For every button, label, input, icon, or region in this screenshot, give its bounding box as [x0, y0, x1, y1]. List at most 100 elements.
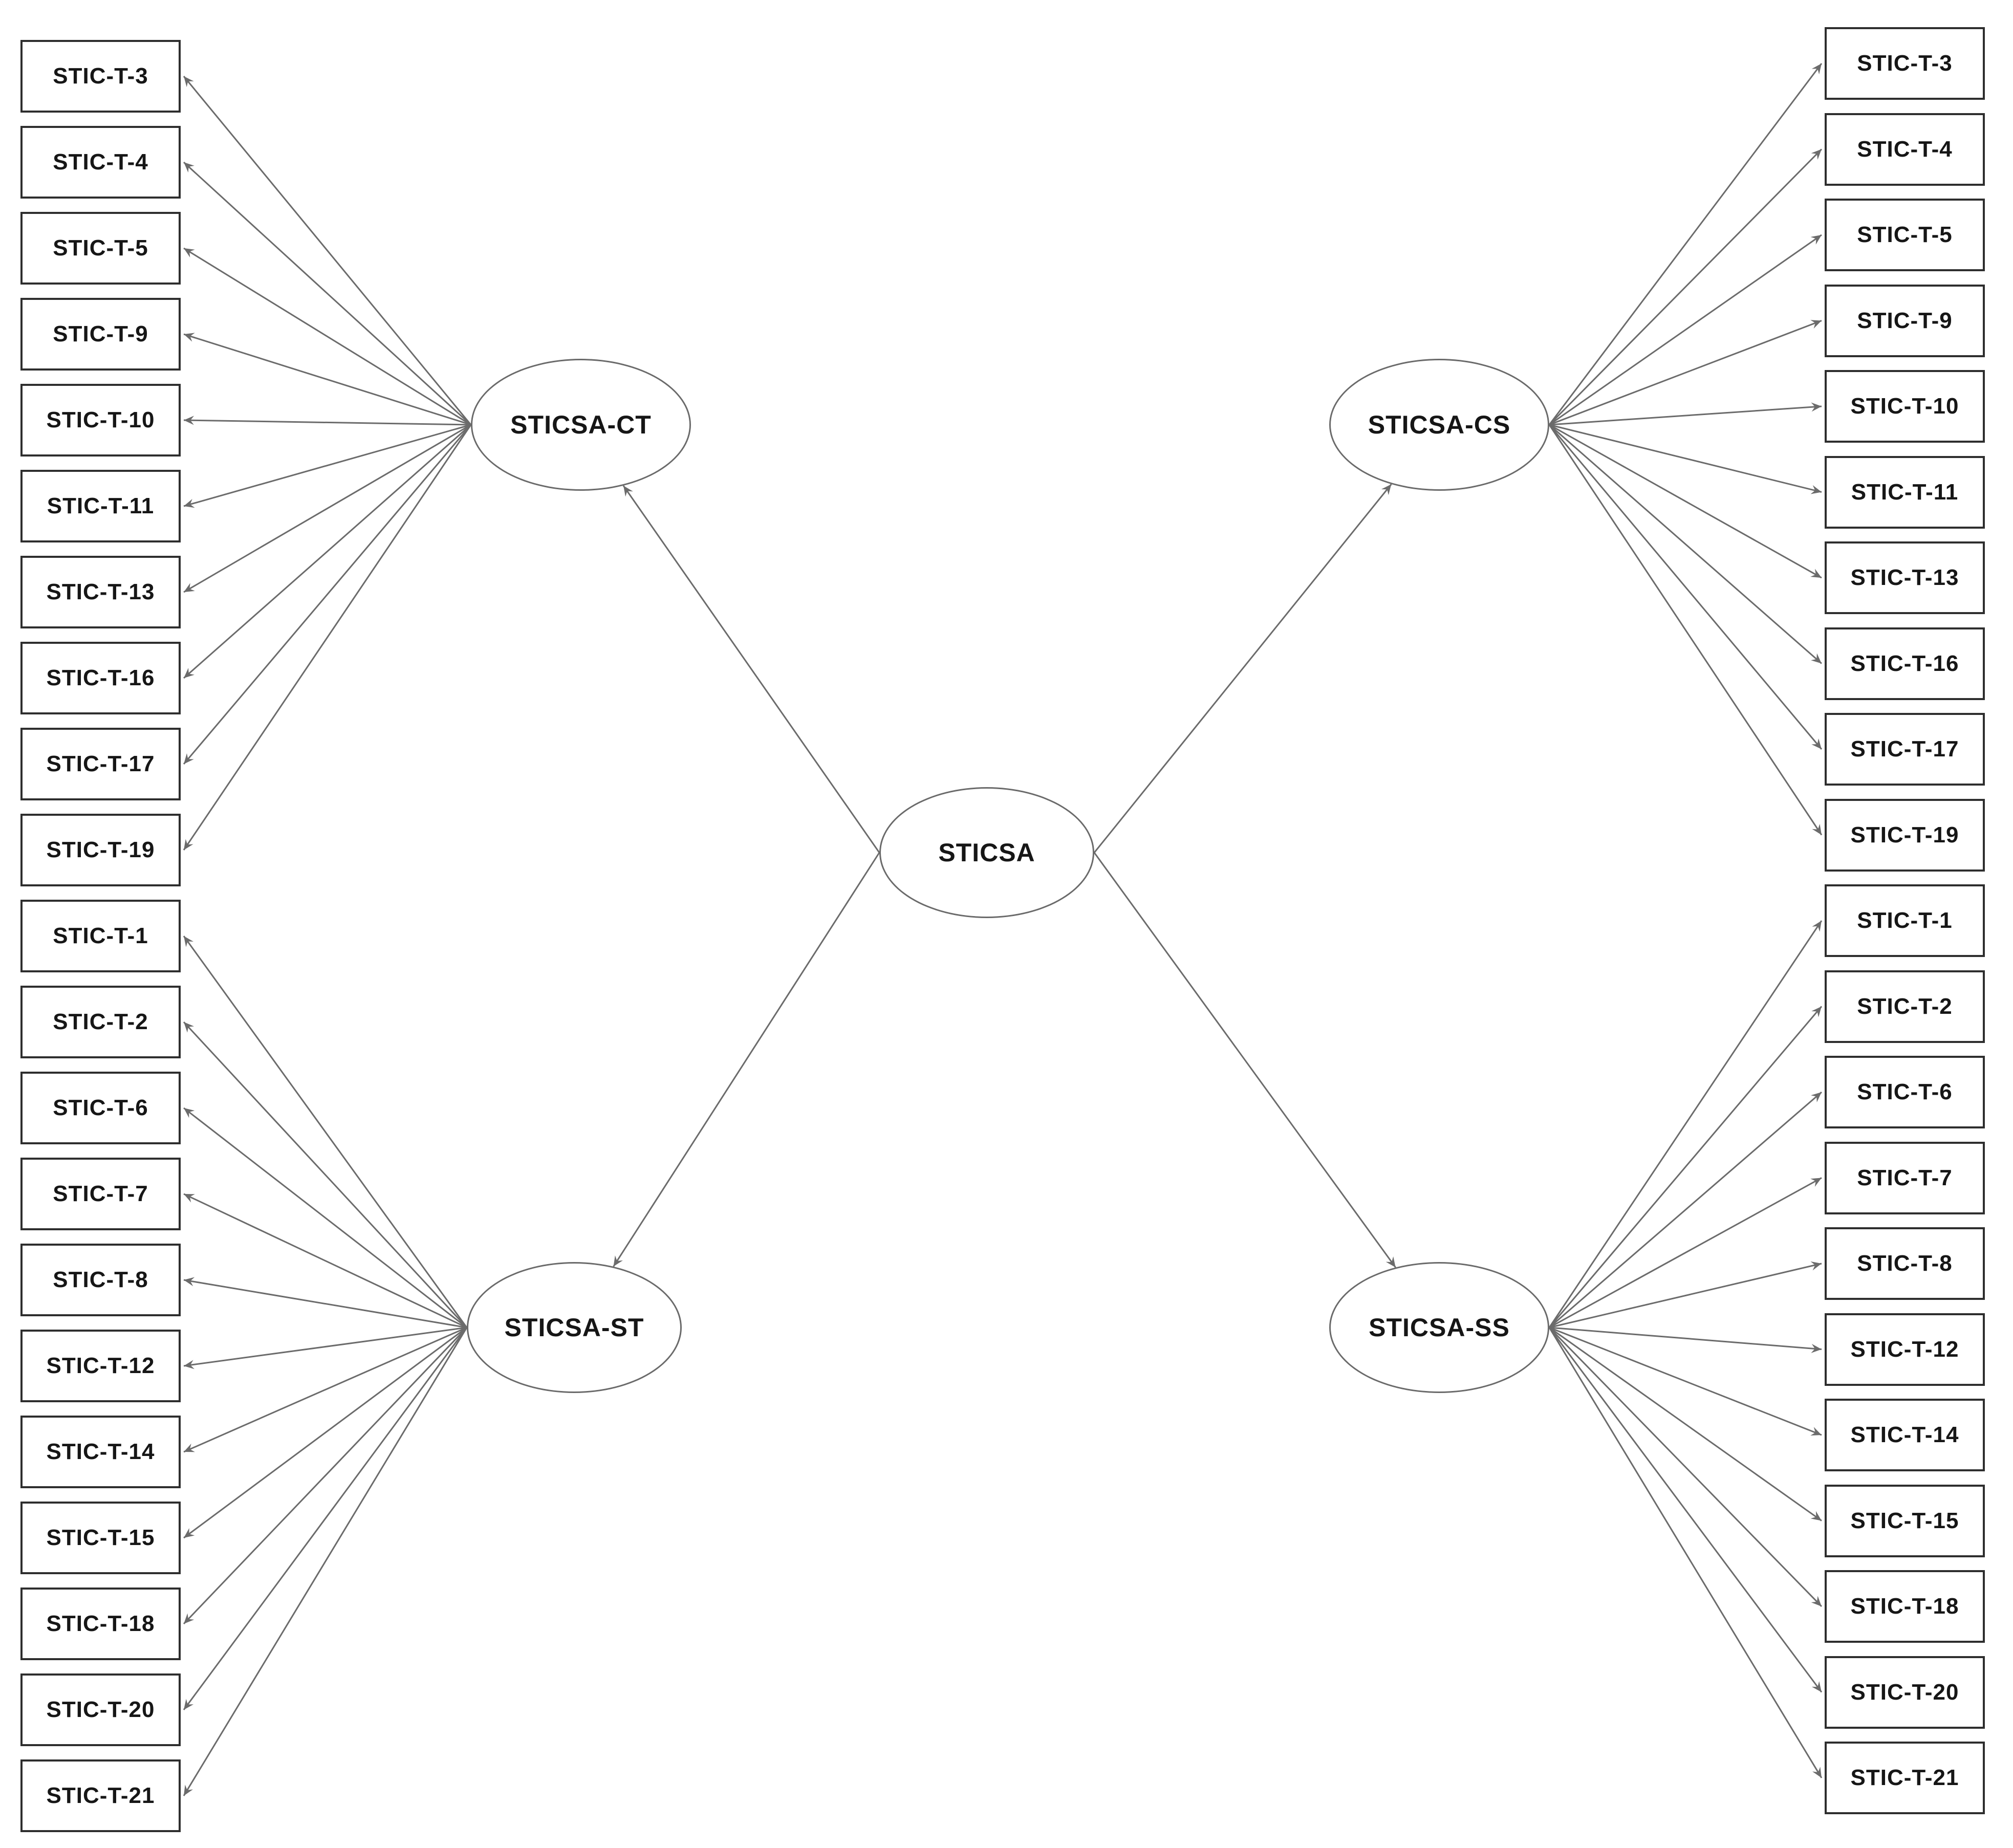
indicator-label: STIC-T-20	[1850, 1679, 1959, 1705]
indicator-box-stic-t-17-right: STIC-T-17	[1825, 713, 1985, 786]
indicator-label: STIC-T-9	[1857, 308, 1953, 333]
factor-loading-arrow	[183, 1107, 467, 1329]
factor-loading-arrow	[183, 161, 472, 426]
indicator-label: STIC-T-11	[47, 493, 155, 518]
indicator-label: STIC-T-12	[46, 1353, 155, 1378]
indicator-box-stic-t-14-right: STIC-T-14	[1825, 1399, 1985, 1471]
factor-loading-arrow	[183, 76, 472, 425]
indicator-label: STIC-T-6	[1857, 1079, 1953, 1104]
indicator-box-stic-t-6-right: STIC-T-6	[1825, 1056, 1985, 1128]
factor-loading-arrow	[1549, 402, 1822, 426]
indicator-box-stic-t-12-right: STIC-T-12	[1825, 1313, 1985, 1386]
indicator-box-stic-t-8-left: STIC-T-8	[20, 1244, 181, 1316]
factor-loading-arrow	[183, 1327, 468, 1796]
factor-loading-arrow	[1549, 424, 1822, 494]
indicator-box-stic-t-16-right: STIC-T-16	[1825, 627, 1985, 700]
indicator-box-stic-t-5-right: STIC-T-5	[1825, 199, 1985, 271]
indicator-box-stic-t-3-left: STIC-T-3	[20, 40, 181, 113]
indicator-label: STIC-T-14	[1850, 1422, 1959, 1447]
factor-loading-arrow	[183, 1021, 468, 1329]
indicator-label: STIC-T-18	[46, 1611, 155, 1636]
factor-loading-arrow	[1548, 1327, 1823, 1607]
factor-loading-arrow	[1549, 234, 1822, 426]
indicator-box-stic-t-6-left: STIC-T-6	[20, 1072, 181, 1144]
factor-loading-arrow	[183, 1327, 468, 1710]
indicator-box-stic-t-7-right: STIC-T-7	[1825, 1141, 1985, 1214]
factor-loading-arrow	[183, 1277, 467, 1329]
indicator-box-stic-t-8-right: STIC-T-8	[1825, 1227, 1985, 1300]
indicator-box-stic-t-2-right: STIC-T-2	[1825, 970, 1985, 1043]
indicator-label: STIC-T-11	[1851, 479, 1959, 505]
indicator-label: STIC-T-16	[1850, 650, 1959, 676]
indicator-label: STIC-T-16	[46, 665, 155, 690]
second-order-path-arrow	[613, 852, 880, 1267]
factor-loading-arrow	[183, 424, 471, 508]
indicator-label: STIC-T-13	[1850, 565, 1959, 590]
indicator-label: STIC-T-4	[1857, 136, 1953, 162]
factor-loading-arrow	[183, 424, 472, 851]
factor-loading-arrow	[1549, 1091, 1822, 1329]
indicator-label: STIC-T-14	[46, 1439, 155, 1464]
factor-loading-arrow	[1548, 1327, 1823, 1778]
indicator-box-stic-t-15-left: STIC-T-15	[20, 1502, 181, 1574]
indicator-box-stic-t-3-right: STIC-T-3	[1825, 27, 1985, 100]
indicator-label: STIC-T-20	[46, 1697, 155, 1722]
factor-loading-arrow	[1549, 1327, 1822, 1436]
indicator-label: STIC-T-5	[1857, 222, 1953, 247]
factor-loading-arrow	[1548, 1327, 1823, 1693]
latent-factor-sticsa-ss: STICSA-SS	[1329, 1262, 1549, 1393]
indicator-label: STIC-T-19	[1850, 822, 1959, 847]
factor-loading-arrow	[1549, 320, 1822, 426]
factor-loading-arrow	[1549, 1177, 1822, 1329]
latent-factor-sticsa-st: STICSA-ST	[467, 1262, 682, 1393]
indicator-label: STIC-T-15	[1850, 1508, 1959, 1533]
factor-loading-arrow	[1548, 1006, 1823, 1328]
factor-loading-arrow	[1548, 148, 1823, 426]
latent-factor-label: STICSA-CT	[510, 410, 652, 439]
latent-factor-label: STICSA-ST	[504, 1313, 644, 1342]
second-order-path-arrow	[1093, 484, 1392, 853]
indicator-label: STIC-T-10	[1850, 394, 1959, 419]
indicator-box-stic-t-4-right: STIC-T-4	[1825, 113, 1985, 186]
indicator-box-stic-t-20-left: STIC-T-20	[20, 1673, 181, 1746]
factor-loading-arrow	[183, 247, 471, 426]
indicator-label: STIC-T-6	[53, 1095, 148, 1120]
indicator-box-stic-t-5-left: STIC-T-5	[20, 212, 181, 285]
factor-loading-arrow	[1548, 424, 1823, 836]
factor-loading-arrow	[183, 424, 471, 679]
factor-loading-arrow	[183, 1327, 467, 1369]
indicator-label: STIC-T-12	[1850, 1336, 1959, 1362]
indicator-label: STIC-T-3	[53, 63, 148, 89]
indicator-label: STIC-T-17	[1850, 736, 1959, 762]
factor-loading-arrow	[183, 1327, 467, 1453]
indicator-label: STIC-T-5	[53, 235, 148, 260]
indicator-box-stic-t-10-right: STIC-T-10	[1825, 370, 1985, 443]
indicator-box-stic-t-13-right: STIC-T-13	[1825, 541, 1985, 614]
indicator-label: STIC-T-8	[53, 1267, 148, 1292]
latent-factor-label: STICSA-SS	[1369, 1313, 1510, 1342]
factor-loading-arrow	[183, 333, 471, 426]
latent-factor-sticsa-ct: STICSA-CT	[471, 359, 691, 491]
latent-factor-label: STICSA-CS	[1368, 410, 1511, 439]
factor-loading-arrow	[183, 1327, 467, 1539]
indicator-box-stic-t-17-left: STIC-T-17	[20, 728, 181, 800]
indicator-box-stic-t-18-right: STIC-T-18	[1825, 1570, 1985, 1643]
second-order-path-arrow	[622, 485, 880, 853]
factor-loading-arrow	[1548, 424, 1823, 750]
indicator-label: STIC-T-10	[46, 407, 155, 432]
indicator-box-stic-t-7-left: STIC-T-7	[20, 1158, 181, 1230]
indicator-box-stic-t-19-left: STIC-T-19	[20, 814, 181, 886]
indicator-label: STIC-T-19	[46, 837, 155, 862]
indicator-box-stic-t-9-right: STIC-T-9	[1825, 284, 1985, 357]
indicator-box-stic-t-21-left: STIC-T-21	[20, 1759, 181, 1832]
factor-loading-arrow	[183, 1193, 467, 1329]
indicator-box-stic-t-2-left: STIC-T-2	[20, 986, 181, 1058]
indicator-box-stic-t-20-right: STIC-T-20	[1825, 1656, 1985, 1729]
factor-loading-arrow	[1548, 63, 1823, 425]
indicator-box-stic-t-19-right: STIC-T-19	[1825, 798, 1985, 872]
indicator-box-stic-t-21-right: STIC-T-21	[1825, 1742, 1985, 1814]
factor-loading-arrow	[183, 1327, 468, 1625]
indicator-box-stic-t-11-left: STIC-T-11	[20, 470, 181, 542]
